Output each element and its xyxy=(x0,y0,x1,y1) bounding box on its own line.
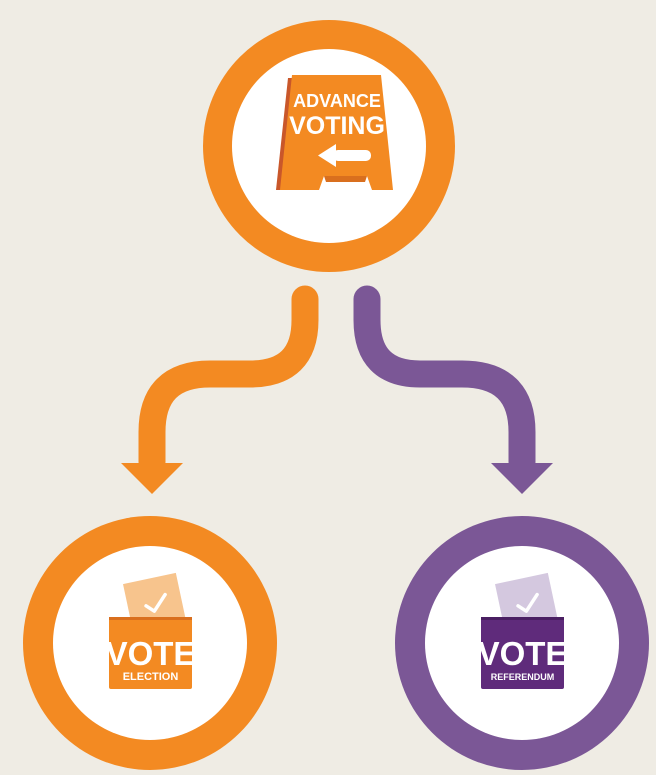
ballot-box-icon: VOTE ELECTION xyxy=(106,572,196,689)
referendum-vote-label: VOTE xyxy=(478,635,568,672)
ballot-slot xyxy=(109,617,192,620)
checkmark-icon xyxy=(516,592,539,613)
election-vote-label: VOTE xyxy=(106,635,196,672)
election-sub-label: ELECTION xyxy=(123,671,179,683)
flow-arrow-to-election xyxy=(121,285,319,494)
sign-board xyxy=(280,75,393,190)
advance-voting-sign-icon: ADVANCE VOTING xyxy=(276,75,393,190)
election-node: VOTE ELECTION xyxy=(23,516,277,770)
ballot-paper xyxy=(495,572,558,632)
checkmark-icon xyxy=(144,592,167,613)
sign-line-1: ADVANCE xyxy=(293,91,381,111)
flow-path-right xyxy=(353,285,536,476)
sign-base-shadow xyxy=(324,176,367,182)
top-node: ADVANCE VOTING xyxy=(203,20,455,272)
flow-arrowhead-left xyxy=(121,463,183,494)
ballot-box-icon: VOTE REFERENDUM xyxy=(478,572,568,689)
ballot-box xyxy=(109,617,192,689)
sign-line-2: VOTING xyxy=(289,112,385,140)
flow-arrowhead-right xyxy=(491,463,553,494)
referendum-sub-label: REFERENDUM xyxy=(491,672,555,682)
left-arrow-icon xyxy=(318,144,371,167)
flow-path-left xyxy=(138,285,319,476)
ballot-slot xyxy=(481,617,564,620)
referendum-node: VOTE REFERENDUM xyxy=(395,516,649,770)
ballot-paper xyxy=(123,572,186,632)
ballot-box xyxy=(481,617,564,689)
flow-arrow-to-referendum xyxy=(353,285,553,494)
